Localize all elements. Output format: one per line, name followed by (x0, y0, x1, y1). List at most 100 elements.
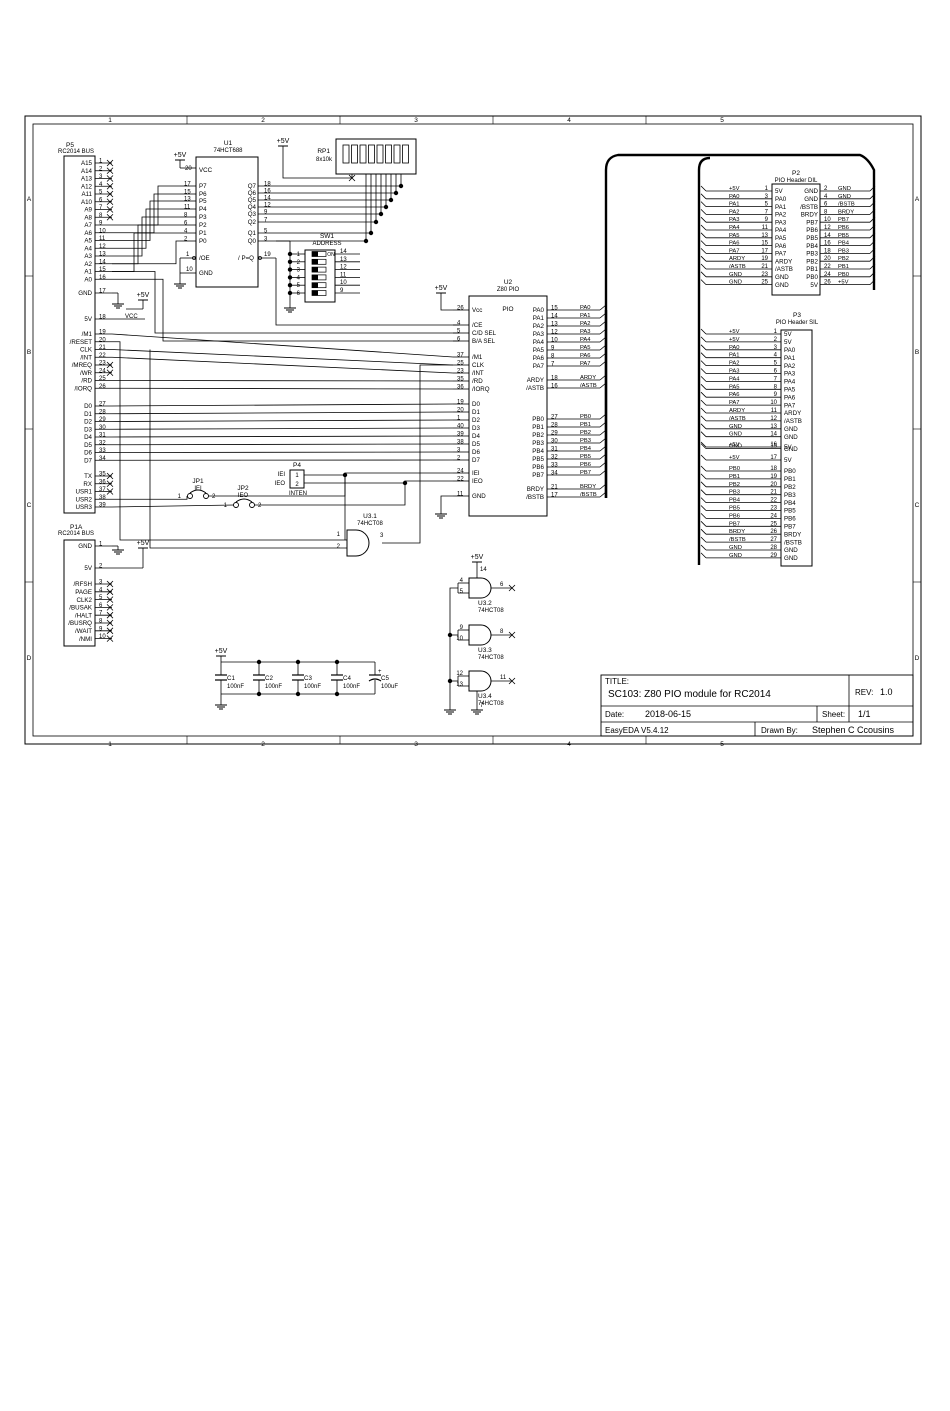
u2-pin-number: 2 (457, 456, 461, 462)
inversion-bubble (258, 256, 262, 260)
frame-row-label: D (915, 655, 920, 662)
bus-entry (700, 352, 707, 358)
u2-pin-number: 26 (457, 306, 464, 312)
u3-3-ref: U3.3 (478, 647, 492, 654)
u2-left-pin-label: /M1 (472, 354, 483, 361)
u2-right-pin-label: PB6 (532, 464, 544, 471)
junction-dot (295, 691, 301, 697)
p2-pin-label: /BSTB (800, 204, 818, 211)
u1-p-pin-label: P1 (199, 230, 207, 237)
sw1-pin-number: 3 (297, 268, 301, 274)
p5-pin-label: D4 (84, 434, 92, 441)
p5-pin-label: D1 (84, 411, 92, 418)
p2-pin-label: GND (775, 282, 789, 289)
u2-pin-number: 14 (551, 314, 558, 320)
p3-pin-label: ARDY (784, 410, 801, 417)
junction-dot (393, 190, 399, 196)
jp1-pin-number: 2 (212, 494, 216, 500)
u2-pin-number: 16 (551, 384, 558, 390)
p5-pin-label: D7 (84, 457, 92, 464)
p2-pin-label: PB4 (806, 243, 818, 250)
p2-net-label: PA1 (729, 202, 740, 208)
p3-pin-number: 13 (770, 424, 777, 430)
jp2-contact (249, 502, 255, 508)
rev-label: REV: (855, 688, 873, 697)
p5-pin-label: A2 (84, 261, 92, 268)
u2-right-pin-label: PB2 (532, 432, 544, 439)
wire (112, 208, 180, 249)
frame-column-label: 1 (108, 741, 112, 748)
vcc-label: VCC (125, 314, 138, 320)
u2-pin-number: 36 (457, 385, 464, 391)
p2-net-label: GND (838, 194, 851, 200)
sw1-switch-actuator (312, 290, 318, 296)
p1a-connector-body (63, 539, 96, 647)
no-connect-mark (106, 596, 114, 603)
p4-ref: P4 (293, 462, 301, 469)
bus-entry (700, 391, 707, 398)
bus-entry (700, 536, 707, 543)
junction-dot (383, 204, 389, 210)
p2-pin-label: BRDY (801, 212, 818, 219)
p3-pin-label: 5V (784, 444, 792, 451)
p5-pin-number: 17 (99, 289, 106, 295)
p2-net-label: PB6 (838, 225, 849, 231)
bus-entry (700, 473, 707, 480)
p3-pin-label: PB6 (784, 516, 796, 523)
u2-right-pin-label: PA5 (533, 347, 545, 354)
u2-pin-number: 29 (551, 431, 558, 437)
net-label: PB6 (580, 462, 591, 468)
no-connect-mark (106, 588, 114, 596)
u3-1-part: 74HCT08 (357, 521, 383, 527)
p2-pin-label: 5V (775, 188, 783, 195)
polarity-mark: + (378, 669, 382, 675)
u2-right-pin-label: PB0 (532, 416, 544, 423)
jp1-link (189, 489, 207, 494)
u3-2-pin-number: 5 (460, 589, 464, 595)
u2-pin-number: 12 (551, 330, 558, 336)
p2-pin-number: 4 (824, 194, 828, 200)
bus-entry (700, 465, 707, 472)
u3-4-pin-number: 13 (456, 682, 463, 688)
net-label: PA1 (580, 313, 591, 319)
wire (382, 364, 453, 544)
u2-left-pin-label: D4 (472, 433, 480, 440)
p3-pin-label: PA5 (784, 387, 796, 394)
no-connect-mark (106, 190, 114, 198)
bus-entry (700, 232, 707, 239)
bus-entry (700, 407, 707, 414)
no-connect-mark (106, 635, 114, 642)
u1-q-pin-label: Q3 (248, 211, 257, 218)
sw1-pin-number: 10 (340, 280, 347, 286)
u2-left-pin-label: Vcc (472, 307, 482, 314)
p5-pin-number: 31 (99, 433, 106, 439)
no-connect-mark (106, 198, 114, 206)
p2-net-label: PA0 (729, 194, 740, 200)
u2-pin-number: 38 (457, 440, 464, 446)
u3-gnd-pin-number: 7 (480, 703, 484, 709)
u1-q-pin-label: Q1 (248, 230, 257, 237)
p2-pin-number: 15 (761, 241, 768, 247)
u1-peq-label: / P=Q (238, 255, 254, 262)
u2-pin-number: 19 (457, 400, 464, 406)
sheet-label: Sheet: (822, 710, 845, 719)
u2-pin-number: 32 (551, 455, 558, 461)
wire (275, 258, 459, 326)
inversion-bubble (192, 256, 196, 260)
net-label: PA4 (580, 337, 591, 343)
bus-entry (869, 232, 876, 239)
u2-right-pin-label: PA1 (533, 315, 545, 322)
u2-right-pin-label: PA4 (533, 339, 545, 346)
jp2-pin-number: 2 (258, 503, 262, 509)
bus-entry (700, 344, 707, 351)
jp2-name: IEO (238, 493, 249, 499)
rp1-resistor-element (402, 144, 409, 164)
p3-pin-label: GND (784, 547, 798, 554)
p3-net-label: PB3 (729, 490, 740, 496)
capacitor-ref: C5 (381, 675, 389, 682)
p5-pin-label: /RESET (70, 339, 93, 346)
p2-pin-number: 17 (761, 248, 768, 254)
bus-entry (700, 240, 707, 246)
u2-pin-number: 24 (457, 469, 464, 475)
p5-pin-label: /M1 (82, 331, 93, 338)
